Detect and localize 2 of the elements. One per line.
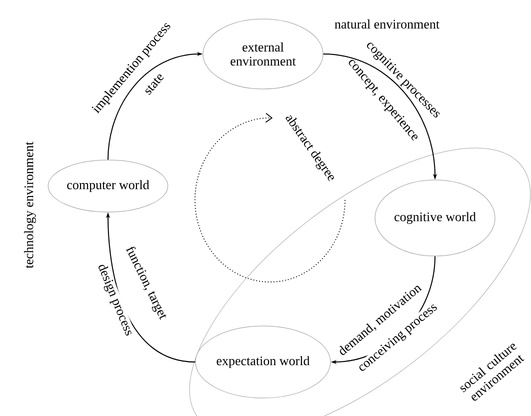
annotation-text: state <box>145 74 164 95</box>
annotation-text: technology environment <box>24 142 36 268</box>
